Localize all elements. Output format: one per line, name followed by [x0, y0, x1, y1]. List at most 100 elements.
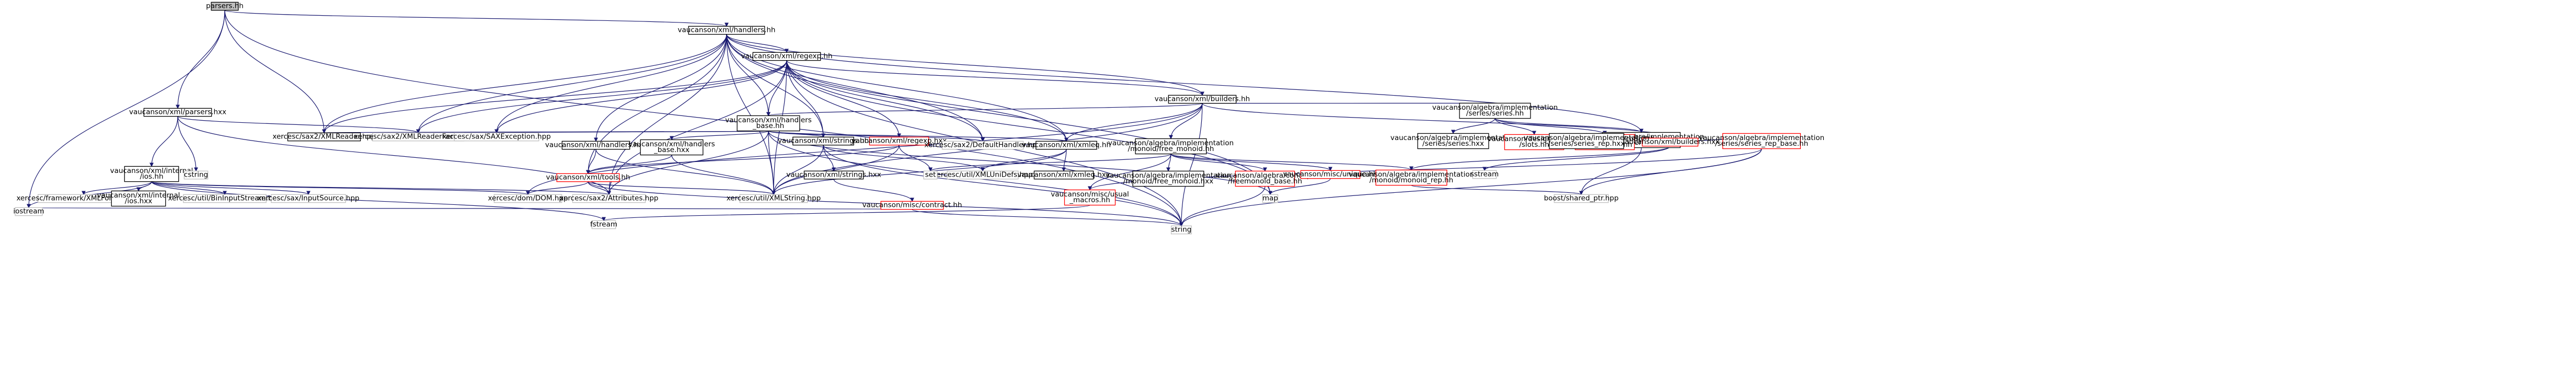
node-xml-handlers-base-hh[interactable]: vaucanson/xml/handlers_base.hh	[725, 115, 812, 132]
node-label: vaucanson/xml/strings.hh	[778, 137, 869, 145]
edge-concept_freemonoid_base-to-string	[1179, 186, 1266, 227]
node-parsers-hh[interactable]: parsers.hh	[206, 2, 244, 11]
node-series-rep-hxx[interactable]: vaucanson/algebra/implementation/series/…	[1524, 133, 1649, 149]
node-box	[1132, 170, 1204, 187]
edge-xml_handlers_base_hh-to-sax2_Attributes	[607, 131, 769, 195]
edge-xml_builders_hh-to-free_monoid_hh	[1169, 103, 1203, 140]
node-xml-ios-hxx[interactable]: vaucanson/xml/internal/ios.hxx	[97, 190, 180, 207]
node-set: set	[923, 171, 938, 180]
node-box	[1235, 170, 1295, 187]
node-label: vaucanson/algebra/implementation/monoid/…	[1106, 171, 1231, 185]
edge-free_monoid_hh-to-misc_unique	[1170, 154, 1332, 171]
edge-xml_parsers_hxx-to-xml_ios_hh	[150, 116, 178, 167]
node-box	[15, 207, 43, 216]
node-label-line: vaucanson/algebra/implementation	[1106, 171, 1231, 180]
node-xml-handlers-base-hxx[interactable]: vaucanson/xml/handlers_base.hxx	[628, 139, 715, 156]
node-box	[1459, 102, 1531, 119]
node-xml-strings-hh[interactable]: vaucanson/xml/strings.hh	[778, 137, 869, 146]
node-box	[454, 132, 539, 142]
node-label-line: boost/shared_ptr.hpp	[1544, 194, 1619, 203]
node-label-line: vaucanson/xml/parsers.hxx	[129, 108, 226, 117]
edge-xml_handlers_base_hxx-to-xml_tools_hh	[586, 155, 672, 175]
node-concept-freemonoid-base[interactable]: vaucanson/algebra/concept/freemonoid_bas…	[1216, 170, 1314, 187]
node-sax2-XMLReader[interactable]: xercesc/sax2/XMLReader.hpp	[272, 132, 376, 142]
node-label-line: vaucanson/xml/handlers.hh	[678, 26, 776, 34]
node-label: vaucanson/xml/handlers.hxx	[545, 141, 647, 149]
node-label-line: _base.hxx	[653, 146, 689, 154]
edge-algebra_series_hh-to-concept_series_base	[1494, 118, 1607, 135]
node-box	[1375, 169, 1447, 186]
node-misc-usual-macros[interactable]: vaucanson/misc/usual_macros.hh	[1051, 189, 1129, 206]
node-label-line: vaucanson/misc/contract.hh	[862, 201, 962, 210]
node-xml-builders-hh[interactable]: vaucanson/xml/builders.hh	[1155, 95, 1250, 104]
node-label: xercesc/dom/DOM.hpp	[488, 194, 568, 203]
node-series-rep-base-hh[interactable]: vaucanson/algebra/implementation/series/…	[1699, 133, 1824, 149]
node-free-monoid-hxx[interactable]: vaucanson/algebra/implementation/monoid/…	[1106, 170, 1231, 187]
edge-parsers_hh-to-xml_parsers_hxx	[176, 10, 225, 109]
node-xml-handlers-hh[interactable]: vaucanson/xml/handlers.hh	[678, 26, 776, 35]
edge-monoid_rep-to-boost_shared_ptr	[1411, 184, 1583, 195]
node-xml-strings-hxx[interactable]: vaucanson/xml/strings.hxx	[786, 171, 881, 180]
node-misc-contract[interactable]: vaucanson/misc/contract.hh	[862, 201, 962, 210]
node-box	[880, 201, 944, 210]
node-label-line: xercesc/sax2/DefaultHandler.hpp	[924, 141, 1041, 149]
edge-xml_regexp_hh-to-sax2_XMLReaderFactory	[416, 60, 787, 134]
node-cstring: cstring	[183, 171, 209, 180]
node-label-line: vaucanson/algebra/implementation	[1524, 134, 1649, 142]
node-xml-handlers-hxx[interactable]: vaucanson/xml/handlers.hxx	[545, 141, 647, 150]
node-misc-unique[interactable]: vaucanson/misc/unique.hh	[1283, 170, 1378, 179]
node-map: map	[1262, 194, 1279, 203]
edge-xml_handlers_base_hh-to-xml_handlers_base_hxx	[670, 130, 769, 141]
node-label: string	[1171, 226, 1192, 234]
node-algebra-series-hh[interactable]: vaucanson/algebra/implementation/series/…	[1432, 102, 1558, 119]
edge-series_rep_base_hh-to-boost_shared_ptr	[1579, 148, 1762, 195]
node-label: cstring	[184, 171, 208, 179]
node-box	[1549, 133, 1624, 149]
node-label-line: xercesc/sax2/Attributes.hpp	[560, 194, 659, 203]
node-label-line: vaucanson/algebra/implementation	[1432, 103, 1558, 112]
node-monoid-rep[interactable]: vaucanson/algebra/implementation/monoid/…	[1349, 169, 1474, 186]
node-xml-regexp-hh[interactable]: vaucanson/xml/regexp.hh	[741, 52, 833, 61]
node-label: vaucanson/xml/internal/ios.hxx	[97, 191, 180, 205]
edge-xml_ios_hh-to-framework_XMLFormatter	[82, 181, 152, 195]
node-xml-regexp-hxx[interactable]: vaucanson/xml/regexp.hxx	[852, 137, 947, 146]
node-xml-builders-hxx[interactable]: vaucanson/xml/builders.hxx	[1620, 138, 1720, 147]
node-label: vaucanson/algebra/implementation/series/…	[1699, 134, 1824, 148]
node-xml-parsers-hxx[interactable]: vaucanson/xml/parsers.hxx	[129, 108, 226, 117]
node-label-line: vaucanson/xml/handlers	[725, 116, 812, 124]
node-label: vaucanson/xml/handlers_base.hxx	[628, 140, 715, 154]
node-label-line: _macros.hh	[1069, 196, 1110, 204]
node-box	[1170, 225, 1192, 235]
node-label-line: /series/series.hh	[1466, 109, 1524, 118]
edge-xml_ios_hh-to-dom_DOM	[151, 181, 530, 195]
node-box	[287, 132, 361, 142]
node-label-line: vaucanson/xml/builders.hxx	[1620, 138, 1720, 146]
node-box	[1554, 194, 1609, 203]
edge-free_monoid_hh-to-misc_usual_macros	[1088, 154, 1171, 191]
node-free-monoid-hh[interactable]: vaucanson/algebra/implementation/monoid/…	[1108, 138, 1234, 155]
node-label-line: vaucanson/algebra/implementation	[1349, 170, 1474, 179]
node-label: boost/shared_ptr.hpp	[1544, 194, 1619, 203]
edge-xml_ios_hh-to-fstream	[151, 181, 606, 222]
edge-xml_handlers_hh-to-xml_strings_hh	[726, 34, 825, 138]
edge-xml_handlers_hh-to-sax2_XMLReaderFactory	[416, 34, 727, 134]
node-xml-xmleq-hxx[interactable]: vaucanson/xml/xmleq.hxx	[1017, 171, 1110, 180]
edge-xml_handlers_hh-to-xml_handlers_base_hh	[726, 34, 770, 117]
node-label-line: xercesc/util/BinInputStream.hpp	[168, 194, 281, 203]
edge-xml_handlers_base_hxx-to-util_XMLString	[671, 155, 776, 195]
node-xml-ios-hh[interactable]: vaucanson/xml/internal/ios.hh	[110, 166, 193, 182]
edge-xml_regexp_hh-to-xml_xmleq_hh	[786, 60, 1068, 142]
edge-xml_regexp_hh-to-xml_regexp_hxx	[786, 60, 901, 138]
node-label-line: vaucanson/xml/tools.hh	[546, 173, 630, 182]
node-xml-xmleq-hh[interactable]: vaucanson/xml/xmleq.hh	[1022, 141, 1111, 150]
node-label-line: xercesc/sax2/XMLReader.hpp	[272, 133, 375, 141]
node-xml-tools-hh[interactable]: vaucanson/xml/tools.hh	[546, 173, 630, 182]
node-label-line: xercesc/sax/InputSource.hpp	[257, 194, 359, 203]
edge-xml_xmleq_hh-to-xml_xmleq_hxx	[1062, 149, 1067, 172]
edge-xml_handlers_base_hh-to-sax2_SAXException	[496, 129, 769, 134]
edge-xml_regexp_hh-to-xml_strings_hh	[786, 60, 825, 138]
node-box	[143, 108, 212, 117]
node-series-hxx[interactable]: vaucanson/algebra/implementation/series/…	[1390, 133, 1516, 149]
node-label: xercesc/sax/SAXException.hpp	[442, 133, 550, 141]
node-label: vaucanson/xml/xmleq.hh	[1022, 141, 1111, 149]
